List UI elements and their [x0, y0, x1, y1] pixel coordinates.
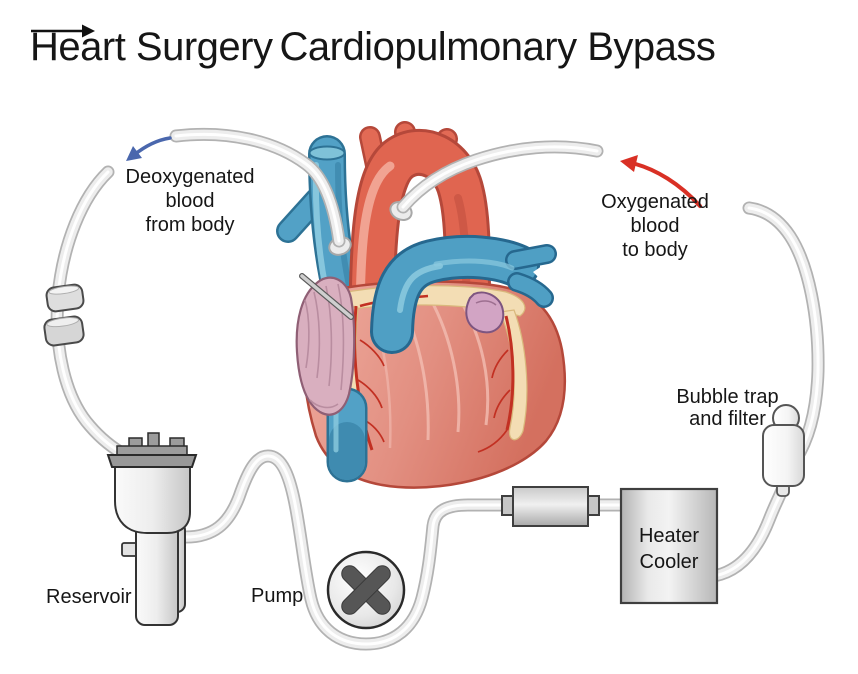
tube-arterial-upper	[396, 140, 604, 214]
aorta	[348, 121, 491, 357]
oxygenated-flow-arrow-icon	[620, 155, 702, 208]
tube-reservoir-to-oxygenator	[176, 449, 513, 651]
pulmonary-artery	[370, 235, 560, 354]
tube-venous-upper	[169, 127, 346, 248]
label-reservoir: Reservoir	[46, 586, 132, 608]
page-title: Heart Surgery Cardiopulmonary Bypass	[30, 22, 716, 72]
reservoir-lid	[106, 432, 198, 468]
deoxygenated-flow-arrow-icon	[126, 136, 172, 161]
reservoir	[106, 432, 198, 626]
oxygenator-box	[501, 486, 600, 527]
label-deoxygenated-blood: Deoxygenated blood from body	[125, 166, 255, 236]
tube-connector	[43, 283, 85, 347]
heart-illustration	[276, 121, 567, 489]
roller-pump	[326, 550, 406, 630]
title-arrow-icon	[31, 24, 95, 38]
label-pump: Pump	[251, 585, 304, 607]
left-atrial-appendage	[295, 276, 356, 416]
bubble-trap	[762, 404, 805, 497]
label-heater-cooler: Heater Cooler	[638, 525, 700, 573]
tube-venous-lower	[50, 165, 134, 463]
right-atrial-appendage	[465, 291, 505, 334]
label-oxygenated-blood: Oxygenated blood to body	[601, 191, 709, 261]
tube-heater-to-bubble-trap	[707, 480, 790, 583]
heater-cooler-box	[619, 487, 719, 605]
tube-arterial-lower	[742, 201, 825, 466]
title-cardiopulmonary-bypass: Cardiopulmonary Bypass	[279, 24, 716, 69]
inferior-vena-cava	[326, 387, 368, 483]
vent-needle	[299, 273, 354, 320]
label-bubble-trap: Bubble trap and filter	[676, 386, 779, 430]
pump-x-icon	[341, 565, 391, 615]
